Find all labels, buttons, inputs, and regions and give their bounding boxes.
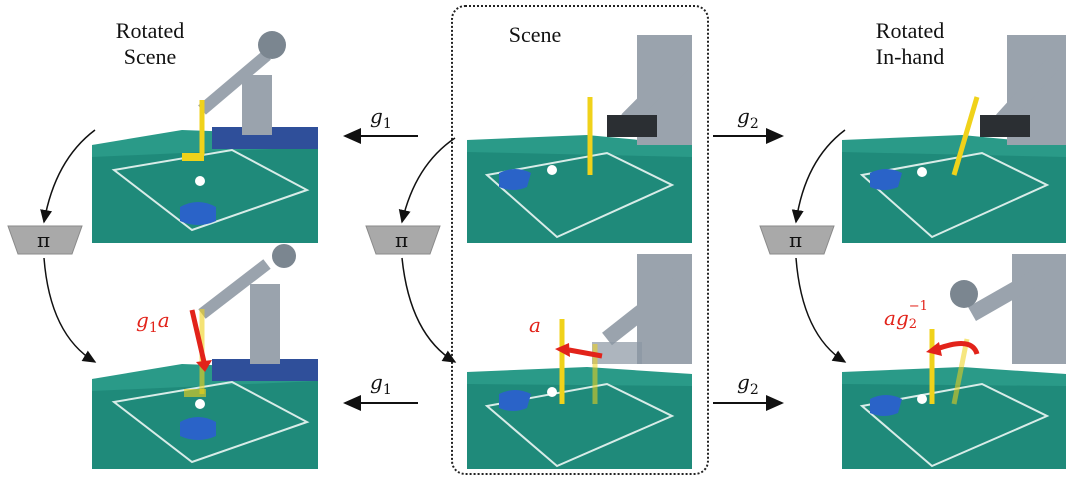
photo-rotated-inhand-top xyxy=(842,15,1066,243)
left-action-a: a xyxy=(157,308,170,332)
left-curve-bottom xyxy=(43,257,97,363)
g1-bottom-label: g1 xyxy=(370,370,392,398)
g1-bottom-sub: 1 xyxy=(382,382,392,398)
g1-bottom-g: g xyxy=(370,370,383,394)
photo-scene-bottom xyxy=(467,244,692,469)
center-curve-bottom xyxy=(401,257,457,363)
g2-bottom-label: g2 xyxy=(737,370,759,398)
right-title: Rotated In-hand xyxy=(855,18,965,70)
g1-top-g: g xyxy=(370,104,383,128)
g1-top-label: g1 xyxy=(370,104,392,132)
g2-top-label: g2 xyxy=(737,104,759,132)
pi-symbol-left: π xyxy=(37,228,51,252)
right-title-line1: Rotated xyxy=(875,18,945,43)
center-dotted-frame xyxy=(451,5,709,475)
right-title-line2: In-hand xyxy=(875,44,945,69)
right-action-label: ag −1 2 xyxy=(884,299,929,332)
center-title: Scene xyxy=(508,22,562,47)
left-action-sub: 1 xyxy=(148,320,158,336)
g1-top-sub: 1 xyxy=(382,116,392,132)
right-curve-bottom xyxy=(795,257,847,363)
g2-bottom-sub: 2 xyxy=(749,382,759,398)
photo-rotated-inhand-bottom xyxy=(842,244,1066,469)
center-curve-top xyxy=(398,137,456,224)
right-action-sub: 2 xyxy=(908,317,918,332)
right-action-sup: −1 xyxy=(908,299,928,314)
left-action-label: g1a xyxy=(136,308,170,336)
right-action-a: a xyxy=(884,306,896,330)
right-curve-top xyxy=(791,129,846,224)
pi-symbol-center: π xyxy=(395,228,409,252)
left-title: Rotated Scene xyxy=(95,18,205,70)
g2-top-g: g xyxy=(737,104,750,128)
pi-symbol-right: π xyxy=(789,228,803,252)
left-title-line2: Scene xyxy=(123,44,177,69)
photo-rotated-scene-top xyxy=(92,15,318,243)
left-title-line1: Rotated xyxy=(115,18,185,43)
center-action-label: a xyxy=(529,313,541,337)
photo-scene-top xyxy=(467,15,692,243)
g2-top-sub: 2 xyxy=(749,116,759,132)
left-curve-top xyxy=(40,129,96,224)
right-action-g: g xyxy=(895,306,909,330)
photo-rotated-scene-bottom xyxy=(92,244,318,469)
g2-bottom-g: g xyxy=(737,370,750,394)
left-action-g: g xyxy=(136,308,149,332)
